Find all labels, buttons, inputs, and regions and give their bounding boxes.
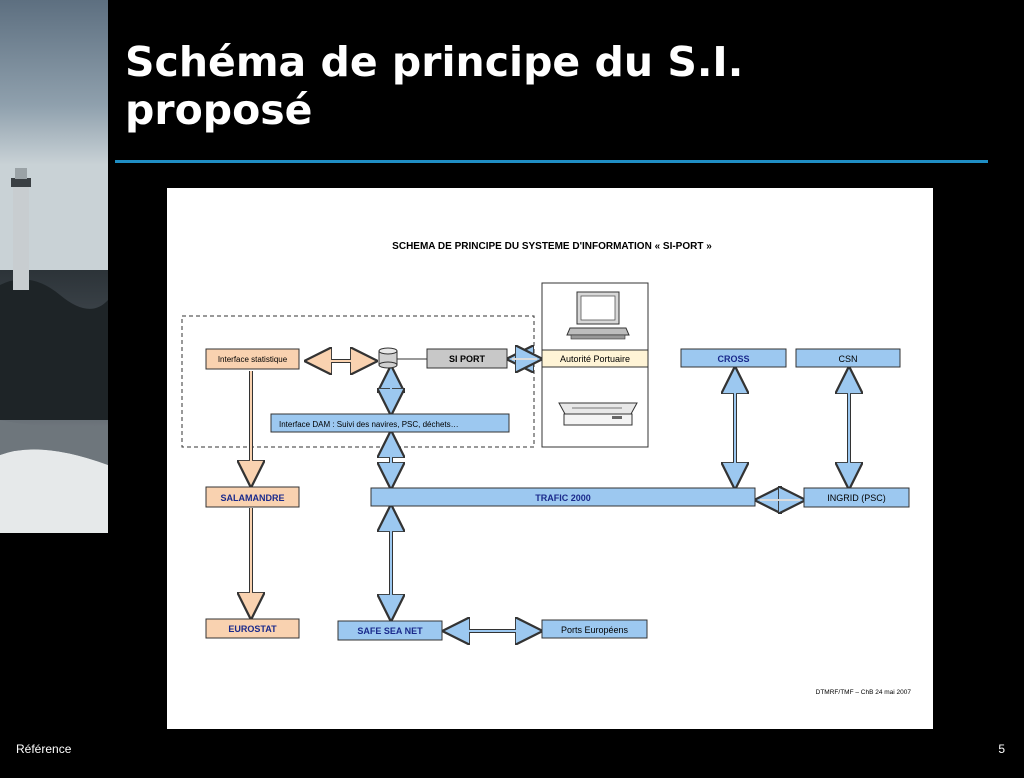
printer-icon: [558, 402, 638, 426]
node-safe-sea-net: SAFE SEA NET: [337, 620, 443, 641]
database-icon: [378, 347, 398, 369]
node-ingrid-psc-label: INGRID (PSC): [827, 493, 886, 503]
node-autorite-portuaire: Autorité Portuaire: [541, 349, 649, 368]
node-ports-europeens: Ports Européens: [541, 619, 648, 639]
node-safe-sea-net-label: SAFE SEA NET: [357, 626, 423, 636]
diagram-heading: SCHEMA DE PRINCIPE DU SYSTEME D'INFORMAT…: [392, 241, 712, 252]
node-autorite-portuaire-label: Autorité Portuaire: [560, 354, 630, 364]
slide-title-line2: proposé: [125, 86, 313, 134]
node-eurostat: EUROSTAT: [205, 618, 300, 639]
diagram-credit: DTMRF/TMF – ChB 24 mai 2007: [816, 689, 912, 696]
node-si-port-label: SI PORT: [449, 354, 486, 364]
slide-title: Schéma de principe du S.I. proposé: [125, 38, 1005, 134]
diagram-connectors: [251, 359, 849, 631]
footer-reference: Référence: [16, 742, 72, 756]
node-interface-statistique: Interface statistique: [205, 348, 300, 370]
node-cross: CROSS: [680, 348, 787, 368]
node-si-port: SI PORT: [426, 348, 508, 369]
node-trafic-2000-label: TRAFIC 2000: [535, 493, 591, 503]
node-csn: CSN: [795, 348, 901, 368]
si-port-boundary: [181, 315, 535, 448]
node-salamandre: SALAMANDRE: [205, 486, 300, 508]
node-csn-label: CSN: [838, 354, 857, 364]
node-trafic-2000: TRAFIC 2000: [370, 487, 756, 507]
node-interface-dam: Interface DAM : Suivi des navires, PSC, …: [270, 413, 510, 433]
node-cross-label: CROSS: [717, 354, 749, 364]
node-ports-europeens-label: Ports Européens: [561, 625, 629, 635]
node-interface-statistique-label: Interface statistique: [218, 355, 288, 364]
title-underline: [115, 160, 988, 163]
node-salamandre-label: SALAMANDRE: [221, 493, 285, 503]
lighthouse-photo: [0, 0, 108, 533]
page-number: 5: [998, 742, 1005, 756]
node-eurostat-label: EUROSTAT: [228, 624, 277, 634]
node-ingrid-psc: INGRID (PSC): [803, 487, 910, 508]
slide-title-line1: Schéma de principe du S.I.: [125, 38, 744, 86]
node-interface-dam-label: Interface DAM : Suivi des navires, PSC, …: [279, 420, 459, 429]
computer-icon: [566, 291, 630, 340]
architecture-diagram: SCHEMA DE PRINCIPE DU SYSTEME D'INFORMAT…: [167, 188, 933, 729]
